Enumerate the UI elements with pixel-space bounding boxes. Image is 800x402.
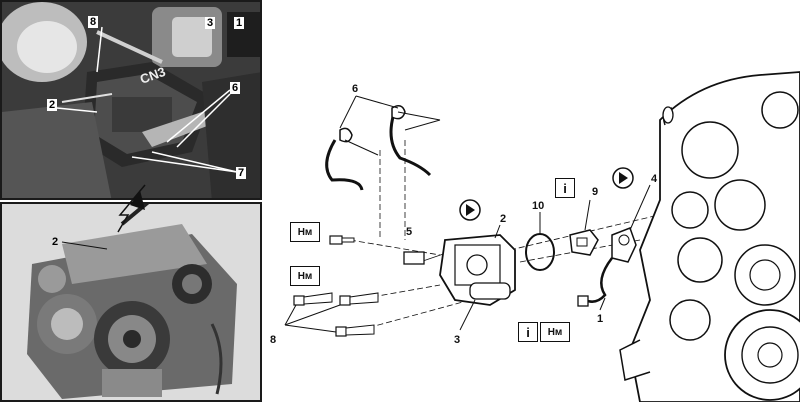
torque-tag-lower: Нм	[290, 266, 320, 286]
bolt-lower-2	[339, 292, 379, 306]
callout-1: 1	[597, 313, 603, 325]
pump-housing	[439, 224, 516, 331]
photo-callout-7: 7	[236, 167, 247, 179]
overview-callout-2: 2	[52, 236, 59, 248]
callout-6: 6	[352, 83, 358, 95]
photo-callout-1: 1	[234, 17, 245, 29]
engine-overview-drawing	[2, 204, 260, 400]
info-tag-upper: i	[555, 178, 575, 198]
callout-5: 5	[406, 226, 412, 238]
callout-10: 10	[532, 200, 544, 212]
photo-callout-8: 8	[88, 16, 99, 28]
photo-callout-6: 6	[230, 82, 241, 94]
bracket-part	[611, 227, 637, 263]
rotation-symbol-left	[459, 199, 481, 221]
callout-3: 3	[454, 334, 460, 346]
callout-9: 9	[592, 186, 598, 198]
bolt-lower-3	[335, 324, 375, 337]
engine-bay-photo-drawing: CN3	[2, 2, 260, 198]
bolt-lower-1	[293, 292, 333, 306]
engine-block-drawing	[619, 71, 800, 402]
photo-callout-3: 3	[205, 17, 216, 29]
engine-overview-photo: 2	[0, 202, 262, 402]
sensor-part	[569, 229, 599, 256]
callout-2: 2	[500, 213, 506, 225]
torque-tag-upper: Нм	[290, 222, 320, 242]
bolt-upper	[329, 235, 355, 245]
info-torque-tag: Нм	[540, 322, 570, 342]
info-tag-lower: i	[518, 322, 538, 342]
callout-4: 4	[651, 173, 658, 185]
callout-8: 8	[270, 334, 276, 346]
photo-callout-2: 2	[47, 99, 58, 111]
engine-bay-photo: CN3 8 3 1 2 6 7	[0, 0, 262, 200]
rotation-symbol-right	[612, 167, 634, 189]
